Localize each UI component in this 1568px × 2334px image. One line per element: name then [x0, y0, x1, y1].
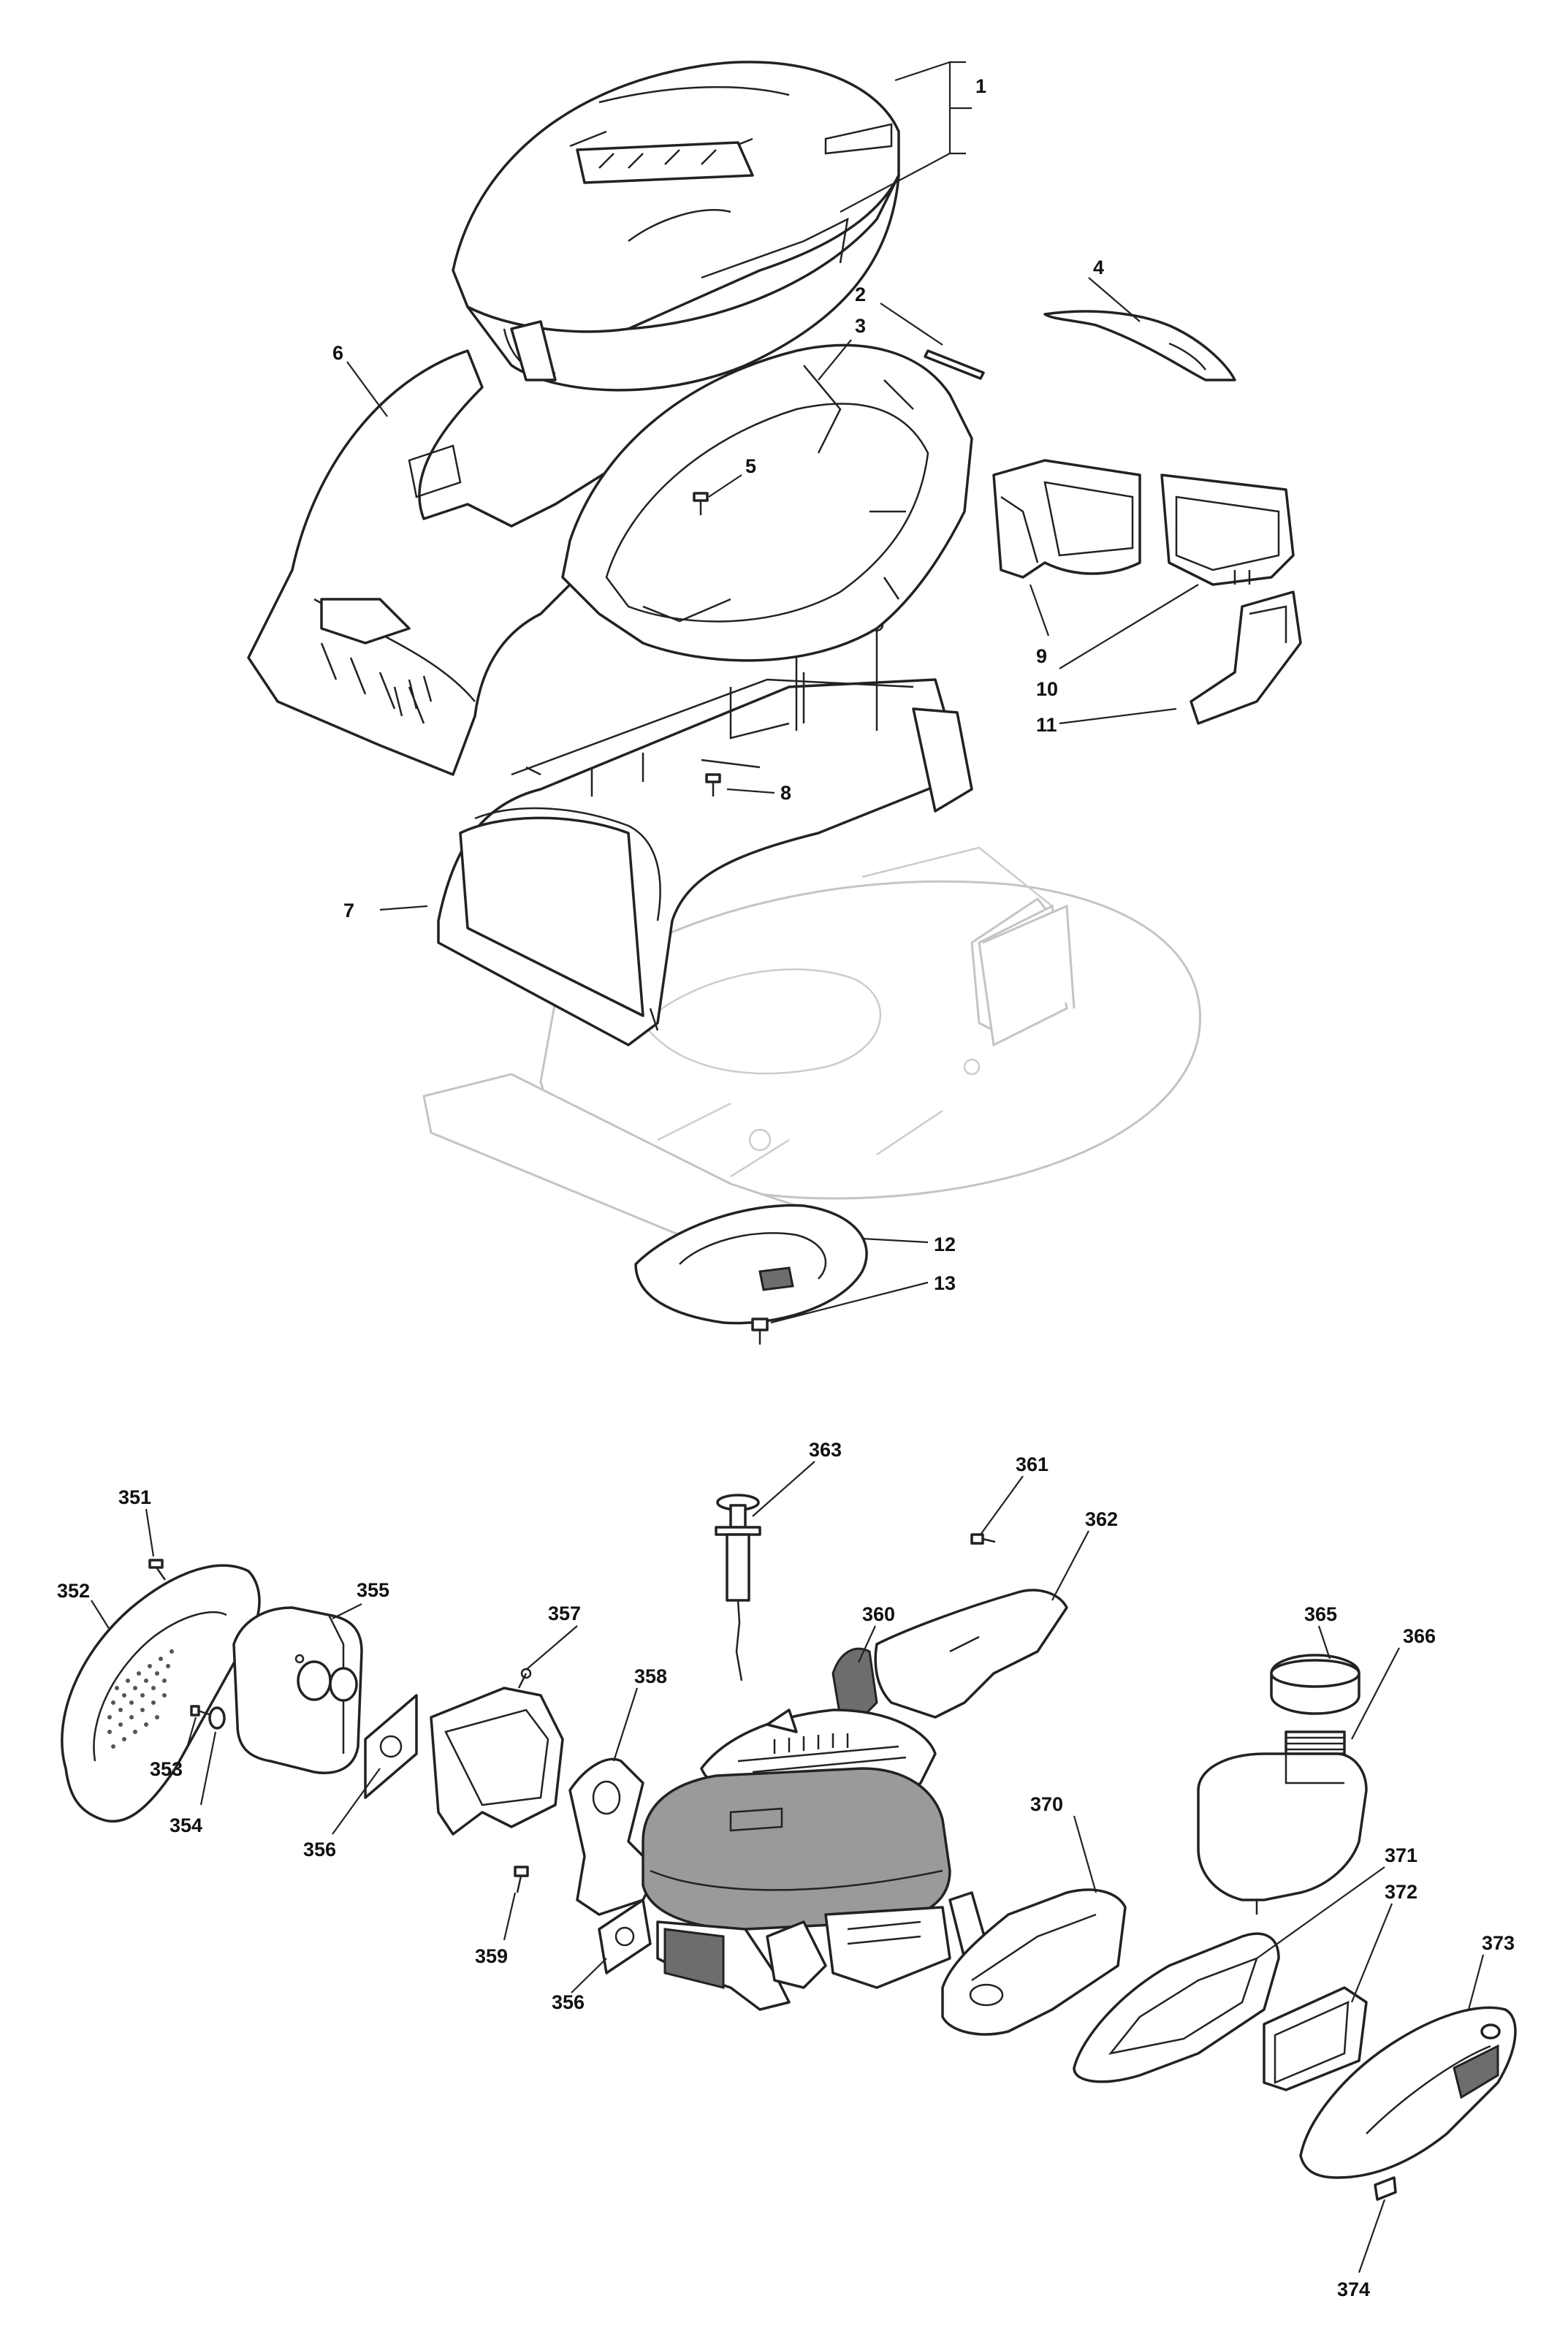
callout-353: 353 — [150, 1758, 183, 1780]
top-cover — [452, 61, 900, 392]
screw-13 — [751, 1318, 769, 1345]
callout-4: 4 — [1093, 256, 1104, 278]
callout-356-upper: 356 — [303, 1839, 336, 1860]
filter-cover-373 — [1299, 2006, 1517, 2179]
callout-8: 8 — [780, 782, 791, 804]
filter-element-372 — [1263, 1986, 1368, 2091]
screw-359 — [514, 1866, 529, 1893]
callout-351: 351 — [118, 1486, 151, 1508]
gasket-356-upper — [364, 1694, 418, 1799]
callout-361: 361 — [1016, 1453, 1048, 1475]
callout-356-lower: 356 — [552, 1991, 585, 2013]
side-guard-9 — [992, 459, 1141, 579]
callout-362: 362 — [1085, 1508, 1118, 1530]
washer-354 — [208, 1706, 226, 1730]
callout-3: 3 — [855, 315, 866, 337]
callout-355: 355 — [357, 1579, 389, 1601]
fuel-cap-365 — [1270, 1654, 1360, 1715]
screw-5 — [693, 492, 709, 515]
heat-shield-352 — [61, 1564, 261, 1823]
knob-374 — [1374, 2176, 1397, 2201]
callout-354: 354 — [170, 1814, 202, 1836]
air-filter-base-370 — [941, 1888, 1127, 2036]
front-bumper — [247, 349, 688, 776]
screw-351 — [148, 1559, 167, 1581]
gasket-356-lower — [598, 1898, 652, 1974]
callout-9: 9 — [1036, 645, 1047, 667]
dipstick-363 — [715, 1494, 761, 1681]
callout-365: 365 — [1304, 1603, 1337, 1625]
heat-shield-mesh — [107, 1649, 174, 1749]
upper-frame-ring — [561, 343, 973, 662]
callout-366: 366 — [1403, 1625, 1436, 1647]
screw-353 — [190, 1705, 210, 1717]
screw-361 — [970, 1533, 996, 1545]
trim-piece-4 — [1043, 310, 1236, 381]
callout-358: 358 — [634, 1665, 667, 1687]
callout-10: 10 — [1036, 678, 1058, 700]
leader-lines — [91, 61, 1485, 2273]
exhaust-manifold-358 — [568, 1757, 659, 1916]
callout-352: 352 — [57, 1580, 90, 1602]
callout-357: 357 — [548, 1603, 581, 1624]
callout-363: 363 — [809, 1439, 842, 1461]
screw-8 — [705, 773, 721, 797]
cover-plate-362 — [874, 1589, 1068, 1719]
muffler-shield-357 — [430, 1668, 564, 1836]
callout-11: 11 — [1036, 714, 1057, 736]
callout-7: 7 — [343, 900, 354, 921]
callout-373: 373 — [1482, 1932, 1515, 1954]
callout-12: 12 — [934, 1233, 956, 1255]
fuel-tank-366 — [1197, 1730, 1368, 1915]
callout-13: 13 — [934, 1272, 956, 1294]
small-guard-11 — [1190, 590, 1302, 725]
callout-371: 371 — [1385, 1844, 1417, 1866]
callout-372: 372 — [1385, 1881, 1417, 1903]
callout-5: 5 — [745, 455, 756, 477]
callout-labels: 1 2 3 4 5 6 7 8 9 10 11 12 13 351 352 35… — [57, 75, 1515, 2300]
callout-359: 359 — [475, 1945, 508, 1967]
callout-6: 6 — [332, 342, 343, 364]
callout-2: 2 — [855, 284, 866, 305]
rod-2 — [924, 349, 985, 380]
side-guard-10 — [1160, 474, 1295, 586]
callout-374: 374 — [1337, 2278, 1370, 2300]
blade-disc — [634, 1204, 868, 1325]
lower-body-frame — [437, 610, 973, 1046]
callout-360: 360 — [862, 1603, 895, 1625]
callout-1: 1 — [975, 75, 986, 97]
muffler-355 — [232, 1606, 363, 1774]
callout-370: 370 — [1030, 1793, 1063, 1815]
engine-360 — [642, 1647, 988, 2011]
